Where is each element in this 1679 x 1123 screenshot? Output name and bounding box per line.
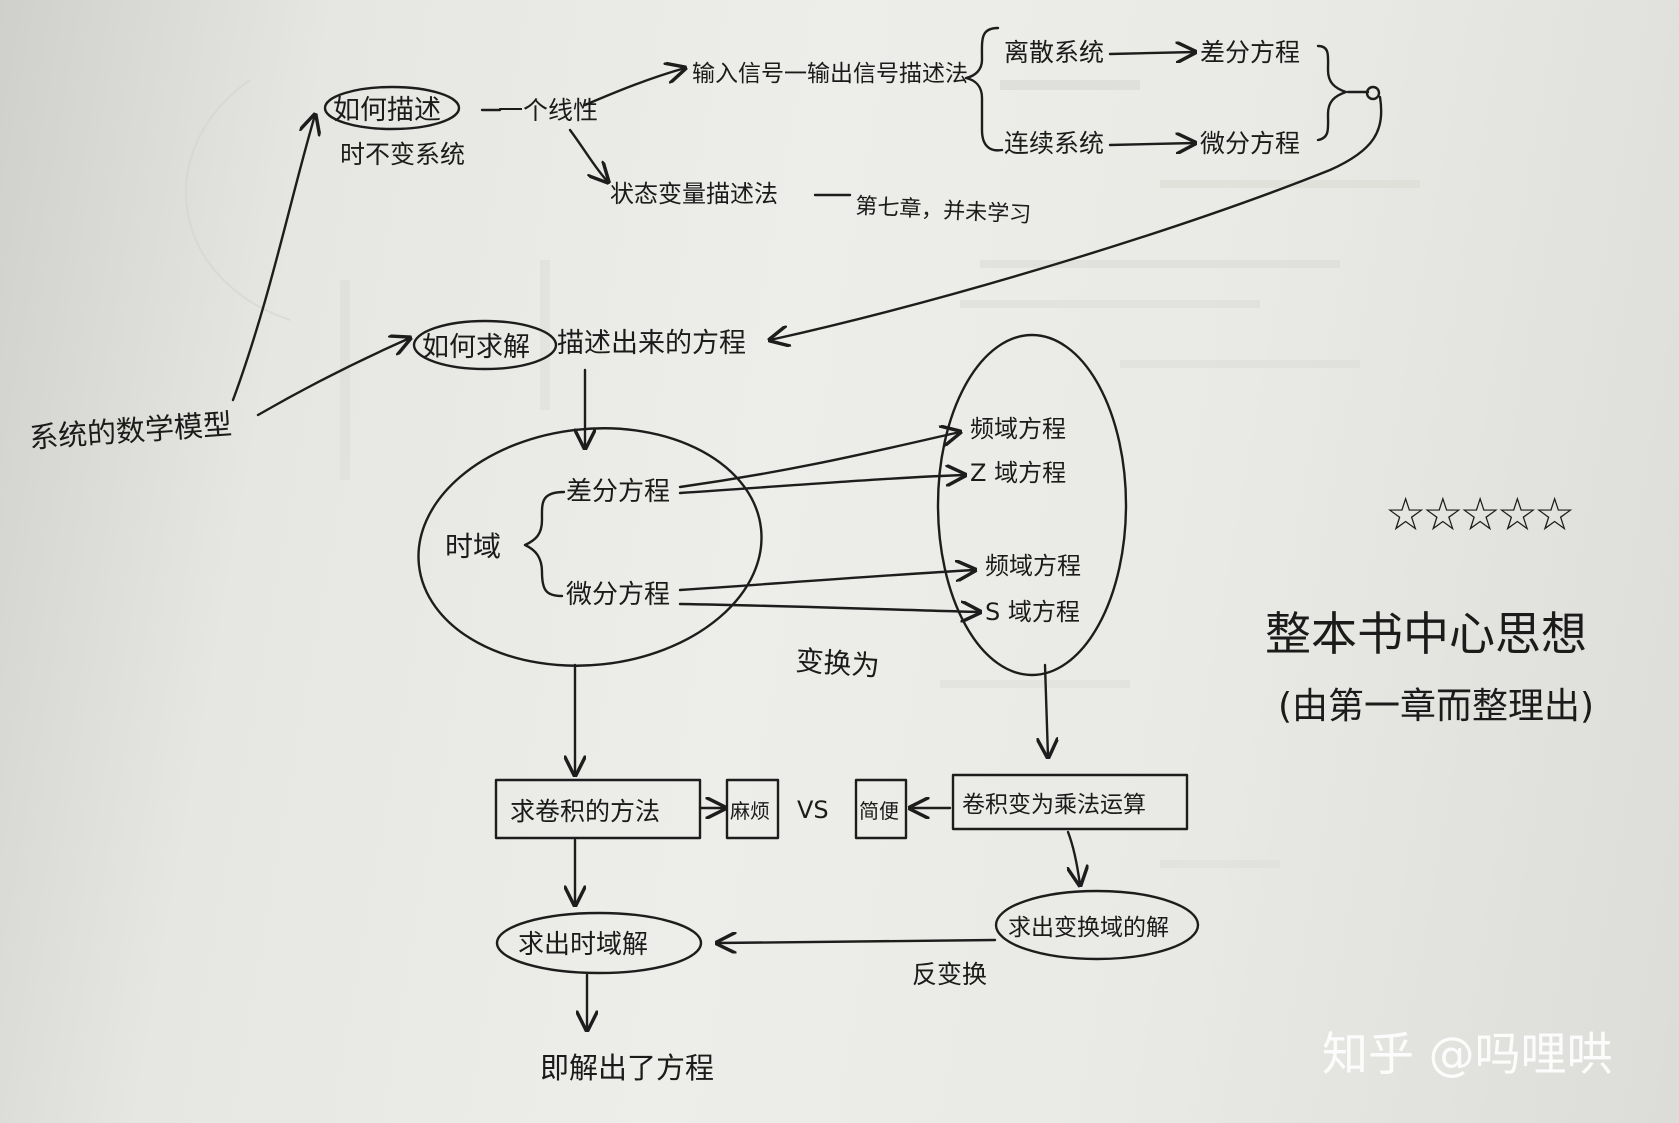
described-equation-label: 描述出来的方程: [557, 328, 746, 359]
solve-transform-domain-label: 求出变换域的解: [1008, 915, 1169, 941]
how-describe-label: 如何描述: [333, 95, 441, 126]
diagram-labels: 系统的数学模型 如何描述 时不变系统 一个线性 输入信号一输出信号描述法 离散系…: [28, 38, 1594, 1085]
watermark: 知乎 @吗哩哄: [1322, 1027, 1613, 1081]
state-variable-label: 状态变量描述法: [610, 180, 778, 208]
one-linear-label: 一个线性: [498, 96, 598, 125]
frequency-eq-2-label: 频域方程: [985, 552, 1081, 580]
chapter7-label: 第七章，并未学习: [855, 194, 1032, 228]
how-solve-label: 如何求解: [422, 332, 530, 363]
system-model-label: 系统的数学模型: [28, 407, 233, 455]
complicated-label: 麻烦: [730, 799, 770, 823]
connector-arrows: [231, 52, 1383, 1030]
time-domain-label: 时域: [445, 530, 501, 563]
top-left-brace: [964, 26, 1004, 152]
bleed-through-text: [185, 79, 1420, 868]
from-chapter-1-label: (由第一章而整理出): [1278, 686, 1594, 727]
stars-rating: ☆☆☆☆☆: [1385, 487, 1573, 541]
difference-eq-top-label: 差分方程: [1200, 38, 1300, 67]
s-domain-eq-label: S 域方程: [985, 598, 1080, 626]
inverse-transform-label: 反变换: [912, 960, 987, 989]
difference-eq-label: 差分方程: [566, 477, 670, 507]
conv-to-mult-label: 卷积变为乘法运算: [962, 792, 1146, 818]
convolution-method-label: 求卷积的方法: [510, 797, 660, 826]
lti-system-label: 时不变系统: [340, 140, 465, 169]
io-method-label: 输入信号一输出信号描述法: [692, 61, 968, 87]
simple-box: [854, 778, 908, 840]
conv-to-mult-box: [951, 773, 1189, 831]
differential-eq-label: 微分方程: [566, 580, 670, 610]
final-result-label: 即解出了方程: [540, 1051, 714, 1085]
transform-into-label: 变换为: [795, 644, 881, 683]
solve-transform-oval: [994, 889, 1200, 961]
central-idea-label: 整本书中心思想: [1265, 607, 1587, 661]
frequency-eq-1-label: 频域方程: [970, 415, 1066, 443]
discrete-system-label: 离散系统: [1004, 38, 1104, 67]
top-right-brace: [1316, 44, 1348, 142]
z-domain-eq-label: Z 域方程: [970, 459, 1066, 487]
differential-eq-top-label: 微分方程: [1200, 129, 1300, 158]
continuous-system-label: 连续系统: [1004, 129, 1104, 158]
simple-label: 简便: [859, 799, 899, 823]
how-describe-oval: [323, 85, 461, 131]
transform-domain-ellipse: [936, 333, 1128, 677]
solve-time-domain-label: 求出时域解: [518, 930, 648, 960]
vs-label: VS: [797, 796, 829, 824]
time-domain-brace: [523, 490, 566, 598]
solve-time-oval: [495, 911, 703, 975]
